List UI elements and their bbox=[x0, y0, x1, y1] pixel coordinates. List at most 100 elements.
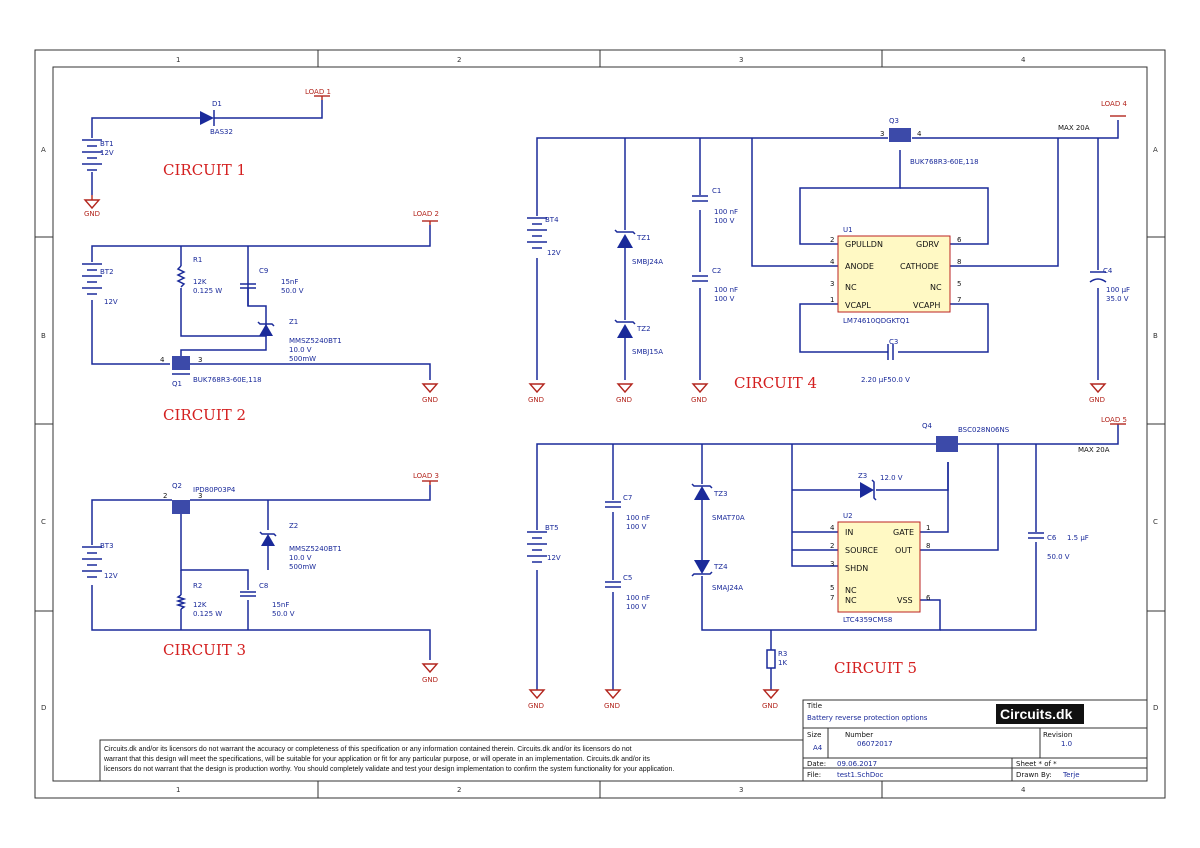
q3-value: BUK768R3-60E,118 bbox=[910, 158, 979, 166]
file-value: test1.SchDoc bbox=[837, 771, 884, 779]
size-label: Size bbox=[807, 731, 821, 739]
q1-pin3: 3 bbox=[198, 356, 202, 364]
circuit-3-title: CIRCUIT 3 bbox=[163, 641, 246, 659]
u1-pin3: 3 bbox=[830, 280, 834, 288]
u1-pin-gdrv: GDRV bbox=[916, 240, 939, 249]
resistor-symbol bbox=[176, 265, 186, 288]
zone-row-a-right: A bbox=[1153, 146, 1158, 154]
c8-label: C8 bbox=[259, 582, 268, 590]
title-label: Title bbox=[806, 702, 822, 710]
size-value: A4 bbox=[813, 744, 823, 752]
zone-col-4-top: 4 bbox=[1021, 56, 1026, 64]
disclaimer: Circuits.dk and/or its licensors do not … bbox=[99, 739, 804, 782]
cap-symbol bbox=[240, 591, 256, 597]
resistor-symbol bbox=[766, 649, 776, 669]
u1-pin4: 4 bbox=[830, 258, 835, 266]
z2-voltage: 10.0 V bbox=[289, 554, 312, 562]
u2-label: U2 bbox=[843, 512, 853, 520]
load1-label: LOAD 1 bbox=[305, 88, 331, 96]
gnd-label: GND bbox=[1089, 396, 1105, 404]
max-current-4: MAX 20A bbox=[1058, 124, 1090, 132]
cap-symbol bbox=[240, 283, 256, 289]
zone-col-2-bottom: 2 bbox=[457, 786, 461, 794]
c4-value: 100 µF bbox=[1106, 286, 1130, 294]
u1-label: U1 bbox=[843, 226, 853, 234]
load2-label: LOAD 2 bbox=[413, 210, 439, 218]
tz1-value: SMBJ24A bbox=[632, 258, 663, 266]
tz2-value: SMBJ15A bbox=[632, 348, 663, 356]
u2-pin-in: IN bbox=[845, 528, 853, 537]
zone-row-d-right: D bbox=[1153, 704, 1158, 712]
battery-symbol bbox=[527, 217, 547, 249]
title-block: Circuits.dk Title Battery reverse protec… bbox=[802, 699, 1148, 782]
c1-label: C1 bbox=[712, 187, 721, 195]
zone-col-2-top: 2 bbox=[457, 56, 461, 64]
number-value: 06072017 bbox=[857, 740, 893, 748]
gnd-symbol bbox=[83, 195, 101, 210]
bt1-label: BT1 bbox=[100, 140, 114, 148]
disclaimer-line-3: licensors do not warrant that the design… bbox=[104, 766, 674, 773]
mosfet-symbol bbox=[936, 436, 958, 452]
q4-label: Q4 bbox=[922, 422, 933, 430]
number-label: Number bbox=[845, 731, 873, 739]
r2-value: 12K bbox=[193, 601, 207, 609]
drawn-by-value: Terje bbox=[1062, 771, 1080, 779]
tz4-value: SMAJ24A bbox=[712, 584, 743, 592]
c2-label: C2 bbox=[712, 267, 721, 275]
u1-pin1: 1 bbox=[830, 296, 834, 304]
bt1-value: 12V bbox=[100, 149, 114, 157]
u2-pin-nc2: NC bbox=[845, 596, 857, 605]
tz1-label: TZ1 bbox=[636, 234, 651, 242]
tvs-symbol bbox=[614, 229, 636, 338]
u2-pin6: 6 bbox=[926, 594, 931, 602]
c9-value: 15nF bbox=[281, 278, 298, 286]
c6-label: C6 bbox=[1047, 534, 1057, 542]
u1-pin5: 5 bbox=[957, 280, 961, 288]
battery-symbol bbox=[82, 546, 102, 578]
tz3-value: SMAT70A bbox=[712, 514, 745, 522]
battery-symbol bbox=[527, 531, 547, 563]
logo: Circuits.dk bbox=[1000, 706, 1073, 722]
gnd-symbols bbox=[528, 689, 780, 700]
z2-power: 500mW bbox=[289, 563, 316, 571]
u2-pin-shdn: SHDN bbox=[845, 564, 868, 573]
r1-power: 0.125 W bbox=[193, 287, 222, 295]
diode-symbol bbox=[200, 110, 222, 126]
q1-label: Q1 bbox=[172, 380, 182, 388]
u1-pin-vcapl: VCAPL bbox=[845, 301, 871, 310]
c8-voltage: 50.0 V bbox=[272, 610, 295, 618]
circuit-4-title: CIRCUIT 4 bbox=[734, 374, 817, 392]
u1-pin-nc1: NC bbox=[845, 283, 857, 292]
u1-value: LM74610QDGKTQ1 bbox=[843, 317, 910, 325]
bt3-label: BT3 bbox=[100, 542, 114, 550]
u1-pin6: 6 bbox=[957, 236, 962, 244]
q3-label: Q3 bbox=[889, 117, 899, 125]
zone-row-b-left: B bbox=[41, 332, 46, 340]
u2-pin-vss: VSS bbox=[897, 596, 913, 605]
gnd-label: GND bbox=[762, 702, 778, 710]
u1-pin8: 8 bbox=[957, 258, 961, 266]
disclaimer-line-2: warrant that this design will meet the s… bbox=[103, 756, 650, 763]
bt2-value: 12V bbox=[104, 298, 118, 306]
zener-symbol bbox=[860, 479, 877, 501]
max-current-5: MAX 20A bbox=[1078, 446, 1110, 454]
gnd-label: GND bbox=[691, 396, 707, 404]
u2-ic-body bbox=[837, 521, 921, 613]
u1-pin7: 7 bbox=[957, 296, 961, 304]
load5-label: LOAD 5 bbox=[1101, 416, 1127, 424]
z1-label: Z1 bbox=[289, 318, 298, 326]
z1-power: 500mW bbox=[289, 355, 316, 363]
u2-value: LTC4359CMS8 bbox=[843, 616, 892, 624]
q3-pin3: 3 bbox=[880, 130, 884, 138]
cap-symbol bbox=[605, 501, 1044, 588]
bt5-value: 12V bbox=[547, 554, 561, 562]
u1-pin-nc2: NC bbox=[930, 283, 942, 292]
u2-pin2: 2 bbox=[830, 542, 834, 550]
zone-row-d-left: D bbox=[41, 704, 46, 712]
u1-pin-anode: ANODE bbox=[845, 262, 874, 271]
gnd-label: GND bbox=[528, 702, 544, 710]
c8-value: 15nF bbox=[272, 601, 289, 609]
file-label: File: bbox=[807, 771, 821, 779]
r2-power: 0.125 W bbox=[193, 610, 222, 618]
c4-label: C4 bbox=[1103, 267, 1113, 275]
